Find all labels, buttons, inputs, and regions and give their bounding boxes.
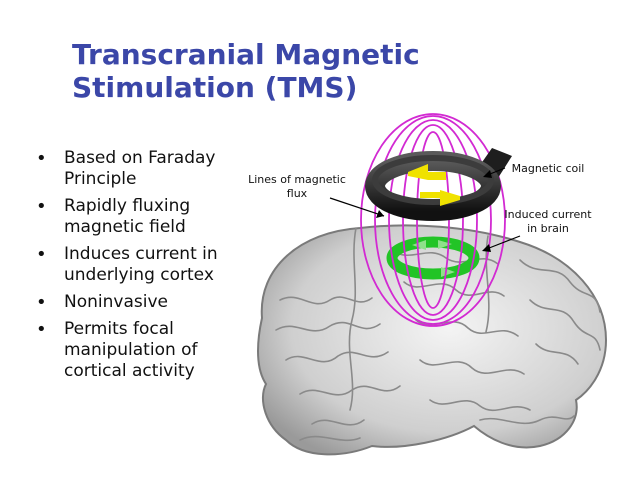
bullet-faraday: Based on Faraday Principle [30, 148, 245, 190]
label-magnetic-coil: Magnetic coil [483, 162, 584, 178]
label-coil-text: Magnetic coil [512, 162, 585, 175]
slide-title: Transcranial Magnetic Stimulation (TMS) [72, 38, 512, 104]
coil-arrowhead-icon [483, 170, 492, 178]
bullet-fluxing-field: Rapidly fluxing magnetic field [30, 196, 245, 238]
brain-illustration [257, 224, 608, 456]
title-line-2: Stimulation (TMS) [72, 71, 358, 104]
title-line-1: Transcranial Magnetic [72, 38, 420, 71]
flux-pointer-arrow [329, 197, 385, 217]
bullet-line: underlying cortex [64, 265, 214, 285]
bullet-line: magnetic field [64, 217, 186, 237]
bullet-line: Based on Faraday [64, 148, 216, 168]
bullet-induces-current: Induces current in underlying cortex [30, 244, 245, 286]
label-current-line-2: in brain [527, 222, 569, 235]
bullet-noninvasive: Noninvasive [30, 292, 245, 313]
label-flux-line-1: Lines of magnetic [248, 173, 346, 186]
magnetic-coil [365, 148, 512, 221]
current-pointer-arrow [483, 235, 521, 251]
label-flux-line-2: flux [287, 187, 308, 200]
bullet-line: Noninvasive [64, 292, 168, 312]
bullet-line: Rapidly fluxing [64, 196, 191, 216]
bullet-line: Principle [64, 169, 137, 189]
label-induced-current: Induced current in brain [482, 208, 592, 252]
bullet-line: cortical activity [64, 361, 195, 381]
flux-arrowhead-icon [376, 210, 384, 218]
bullet-list: Based on Faraday Principle Rapidly fluxi… [30, 148, 245, 388]
bullet-line: manipulation of [64, 340, 198, 360]
bullet-focal-manipulation: Permits focal manipulation of cortical a… [30, 319, 245, 382]
bullet-line: Induces current in [64, 244, 218, 264]
bullet-line: Permits focal [64, 319, 174, 339]
label-lines-of-magnetic-flux: Lines of magnetic flux [248, 173, 385, 218]
current-arrowhead-icon [482, 244, 491, 252]
label-current-line-1: Induced current [504, 208, 592, 221]
